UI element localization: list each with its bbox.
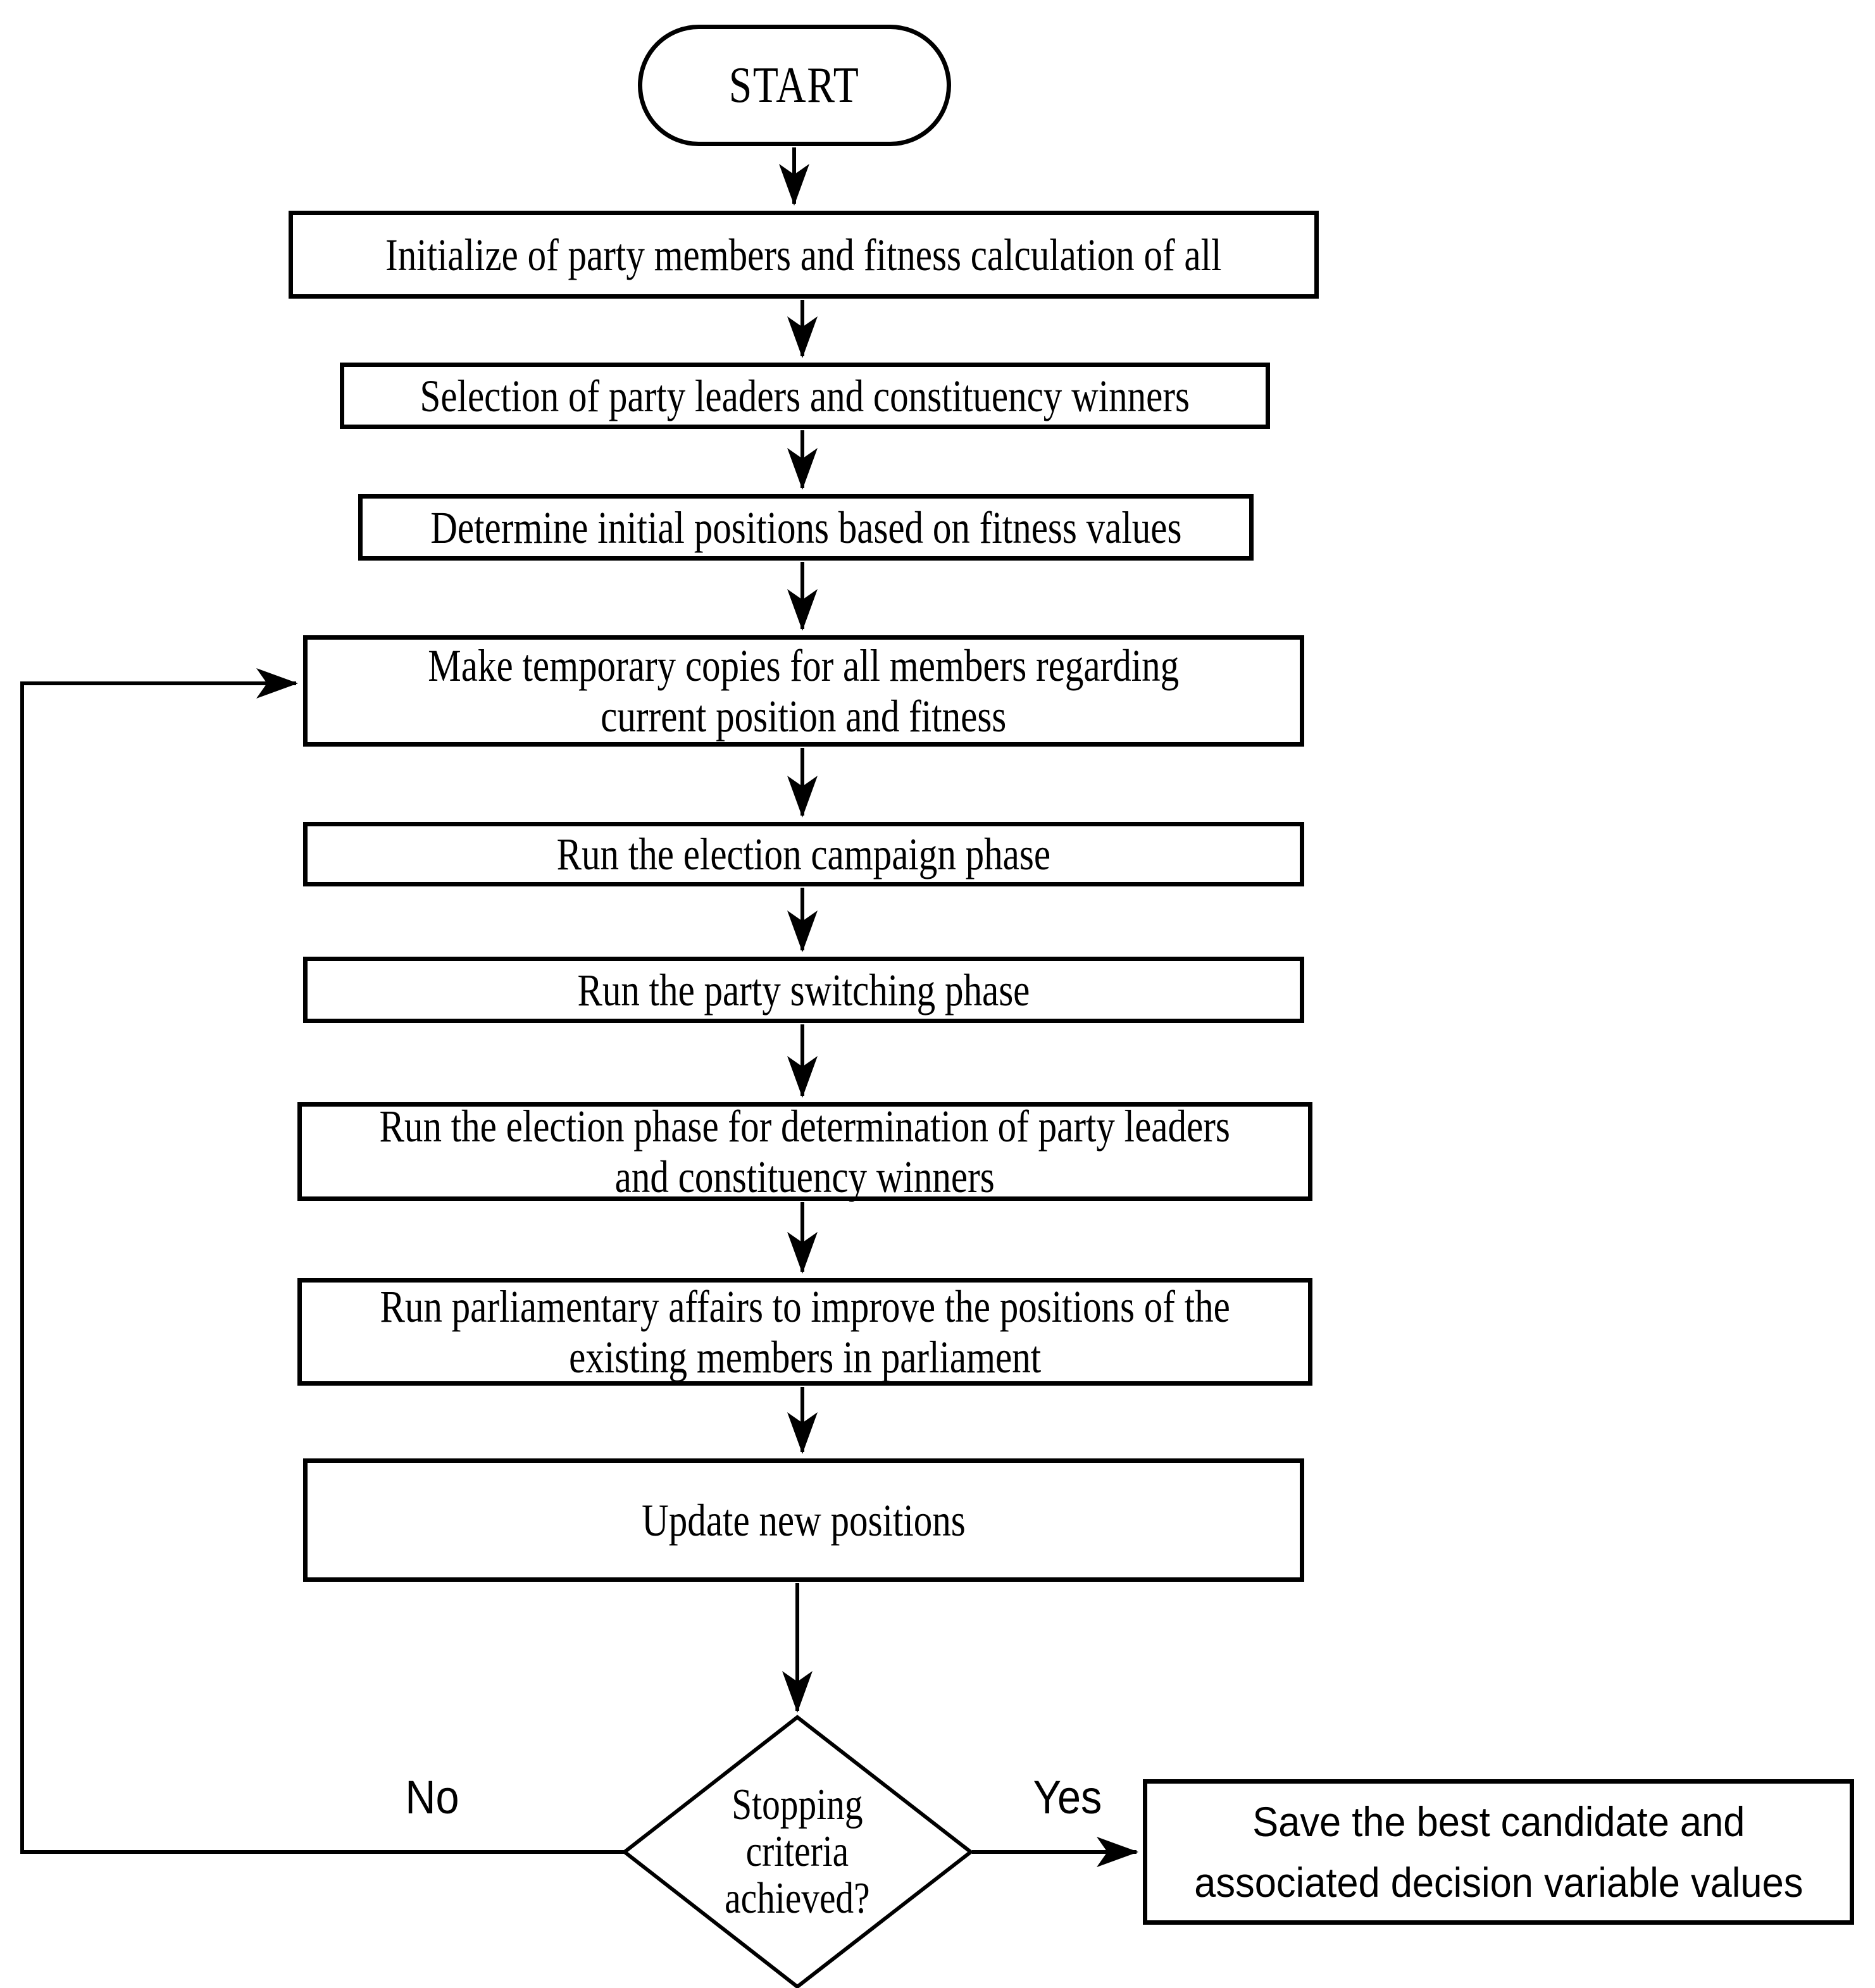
node-selection-label: Selection of party leaders and constitue…	[420, 370, 1190, 421]
node-initialize-label: Initialize of party members and fitness …	[385, 229, 1222, 280]
node-campaign: Run the election campaign phase	[303, 822, 1304, 886]
node-decision-line1: Stopping	[732, 1780, 863, 1829]
node-decision-line3: achieved?	[725, 1874, 870, 1923]
edge-label-yes: Yes	[1033, 1771, 1102, 1823]
edge-label-no: No	[405, 1771, 459, 1823]
node-update-label: Update new positions	[642, 1494, 966, 1546]
node-determine: Determine initial positions based on fit…	[358, 494, 1254, 561]
node-copies-line1: Make temporary copies for all members re…	[428, 640, 1180, 691]
node-initialize: Initialize of party members and fitness …	[289, 211, 1319, 299]
node-copies-label: Make temporary copies for all members re…	[428, 640, 1180, 742]
node-save-line1: Save the best candidate and	[1252, 1798, 1745, 1845]
node-parliamentary-label: Run parliamentary affairs to improve the…	[380, 1281, 1230, 1382]
node-parliamentary-line2: existing members in parliament	[568, 1332, 1042, 1382]
node-save: Save the best candidate and associated de…	[1143, 1779, 1854, 1925]
node-election-label: Run the election phase for determination…	[380, 1101, 1230, 1202]
decision-diamond-shape	[621, 1715, 974, 1988]
node-switching: Run the party switching phase	[303, 957, 1304, 1023]
node-campaign-label: Run the election campaign phase	[556, 829, 1051, 879]
node-update: Update new positions	[303, 1458, 1304, 1582]
node-save-label: Save the best candidate and associated de…	[1194, 1791, 1803, 1913]
node-start: START	[638, 25, 951, 146]
node-selection: Selection of party leaders and constitue…	[340, 363, 1270, 429]
node-parliamentary-line1: Run parliamentary affairs to improve the…	[380, 1281, 1230, 1332]
node-copies: Make temporary copies for all members re…	[303, 635, 1304, 747]
node-save-line2: associated decision variable values	[1193, 1859, 1803, 1906]
node-election: Run the election phase for determination…	[297, 1101, 1312, 1202]
node-election-line2: and constituency winners	[614, 1152, 995, 1202]
connector-decision-no-loop	[20, 668, 625, 1854]
node-copies-line2: current position and fitness	[601, 691, 1007, 742]
node-switching-label: Run the party switching phase	[577, 964, 1030, 1016]
node-determine-label: Determine initial positions based on fit…	[430, 502, 1182, 553]
node-start-label: START	[729, 57, 860, 113]
node-election-line1: Run the election phase for determination…	[379, 1101, 1231, 1152]
node-decision-line2: criteria	[745, 1827, 849, 1876]
node-parliamentary: Run parliamentary affairs to improve the…	[297, 1278, 1312, 1386]
